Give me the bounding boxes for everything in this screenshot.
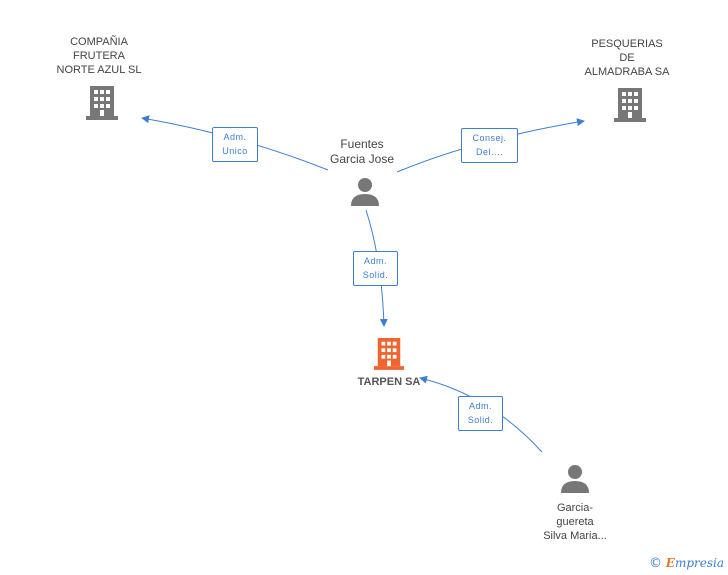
label-line: COMPAÑIA [70,36,128,48]
brand-logo-e: E [665,556,675,570]
edge-label-line: Adm. [363,256,387,266]
copyright-icon: © [648,556,662,571]
edge-label-adm-solid-fuentes[interactable]: Adm. Solid. [353,251,398,286]
edge-label-adm-solid-garcia[interactable]: Adm. Solid. [458,396,503,431]
company-label-pesquerias[interactable]: PESQUERIAS DE ALMADRABA SA [568,37,686,79]
edge-label-line: Adm. [223,132,247,142]
label-line: TARPEN SA [357,376,421,388]
edge-label-line: Solid. [467,415,494,425]
person-icon[interactable] [350,177,380,207]
edge-label-line: Adm. [468,401,492,411]
edge-label-line: Consej. [472,133,507,143]
person-icon[interactable] [560,464,590,494]
label-line: Fuentes [340,137,384,151]
building-icon[interactable] [86,84,118,120]
label-line: Silva Maria... [543,530,607,542]
company-label-tarpen[interactable]: TARPEN SA [334,375,444,389]
edge-label-adm-unico[interactable]: Adm. Unico [212,127,258,162]
label-line: PESQUERIAS [591,38,663,50]
label-line: guereta [556,516,594,528]
company-label-compania-frutera[interactable]: COMPAÑIA FRUTERA NORTE AZUL SL [40,35,158,77]
person-label-fuentes[interactable]: Fuentes Garcia Jose [310,137,414,167]
edge-label-consej-del[interactable]: Consej. Del.... [461,128,518,163]
building-icon-focus[interactable] [374,335,404,371]
label-line: Garcia- [556,502,594,514]
edge-label-line: Unico [222,146,248,156]
person-label-garcia-guereta[interactable]: Garcia- guereta Silva Maria... [520,501,630,543]
label-line: NORTE AZUL SL [56,64,142,76]
building-icon[interactable] [614,86,646,122]
label-line: Garcia Jose [329,152,395,166]
label-line: DE [619,52,635,64]
empresia-watermark: © Empresia [649,556,724,571]
edge-label-line: Solid. [362,270,389,280]
brand-logo-text: mpresia [674,556,724,570]
edge-label-line: Del.... [475,147,503,157]
label-line: ALMADRABA SA [584,66,670,78]
label-line: FRUTERA [73,50,125,62]
